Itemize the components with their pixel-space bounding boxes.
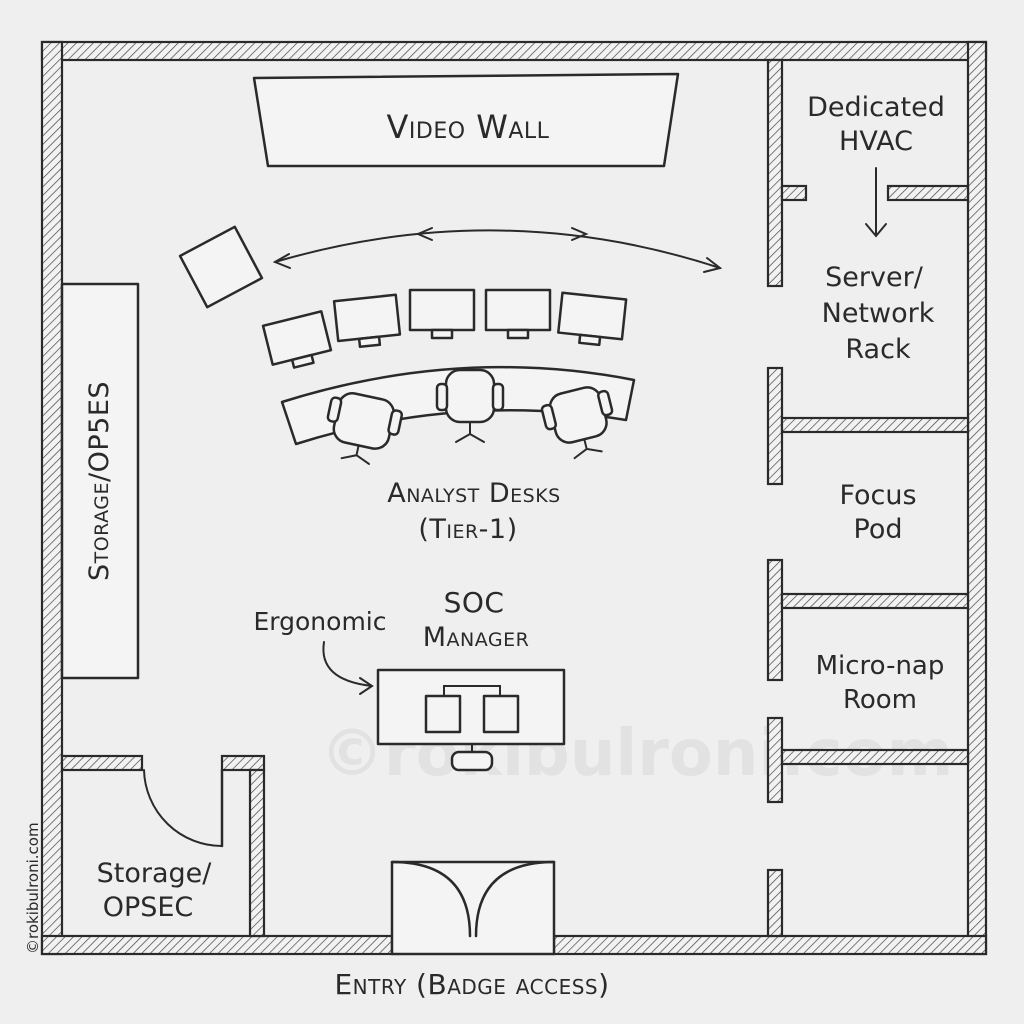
entry-double-door[interactable] [390, 860, 556, 956]
focus-pod-label-1: Focus [839, 480, 916, 511]
server-rack-label-1: Server/ [825, 262, 924, 293]
side-display [178, 225, 264, 309]
entry-label: Entry (Badge access) [334, 968, 609, 1001]
hvac-room: Dedicated HVAC [807, 92, 945, 238]
server-rack-label-3: Rack [845, 334, 911, 365]
focus-pod-label-2: Pod [854, 514, 903, 545]
side-storage-cabinet: Storage/OP5ES [60, 282, 140, 680]
analyst-monitors [261, 288, 628, 369]
credit-text: ©rokibulroni.com [24, 822, 42, 954]
video-wall-label: Video Wall [387, 108, 550, 146]
micro-nap-label-1: Micro-nap [816, 651, 945, 681]
storage-opsec-label-1: Storage/ [97, 858, 213, 889]
storage-opsec-room: Storage/ OPSEC [97, 858, 213, 923]
sightline-arrow [272, 227, 723, 273]
micro-nap-label-2: Room [843, 685, 917, 715]
ergonomic-arrow [322, 641, 374, 695]
focus-pod-room: Focus Pod [839, 480, 916, 545]
video-wall: Video Wall [252, 72, 680, 168]
outer-walls [40, 40, 988, 956]
storage-door [143, 768, 224, 848]
ergonomic-label: Ergonomic [254, 607, 387, 636]
micro-nap-room: Micro-nap Room [816, 651, 945, 715]
server-rack-room: Server/ Network Rack [822, 262, 935, 365]
analyst-chairs [326, 368, 614, 465]
inner-walls [60, 58, 970, 938]
hvac-label-1: Dedicated [807, 92, 945, 123]
soc-manager-label-2: Manager [423, 622, 530, 653]
analyst-desks-tier-label: (Tier-1) [418, 514, 517, 545]
hvac-label-2: HVAC [839, 126, 913, 157]
server-rack-label-2: Network [822, 298, 935, 329]
analyst-desks-label: Analyst Desks [387, 478, 560, 509]
storage-opsec-label-2: OPSEC [103, 892, 194, 923]
manager-desk [376, 668, 566, 772]
side-storage-label: Storage/OP5ES [84, 381, 115, 581]
soc-manager-label: SOC [444, 586, 505, 619]
